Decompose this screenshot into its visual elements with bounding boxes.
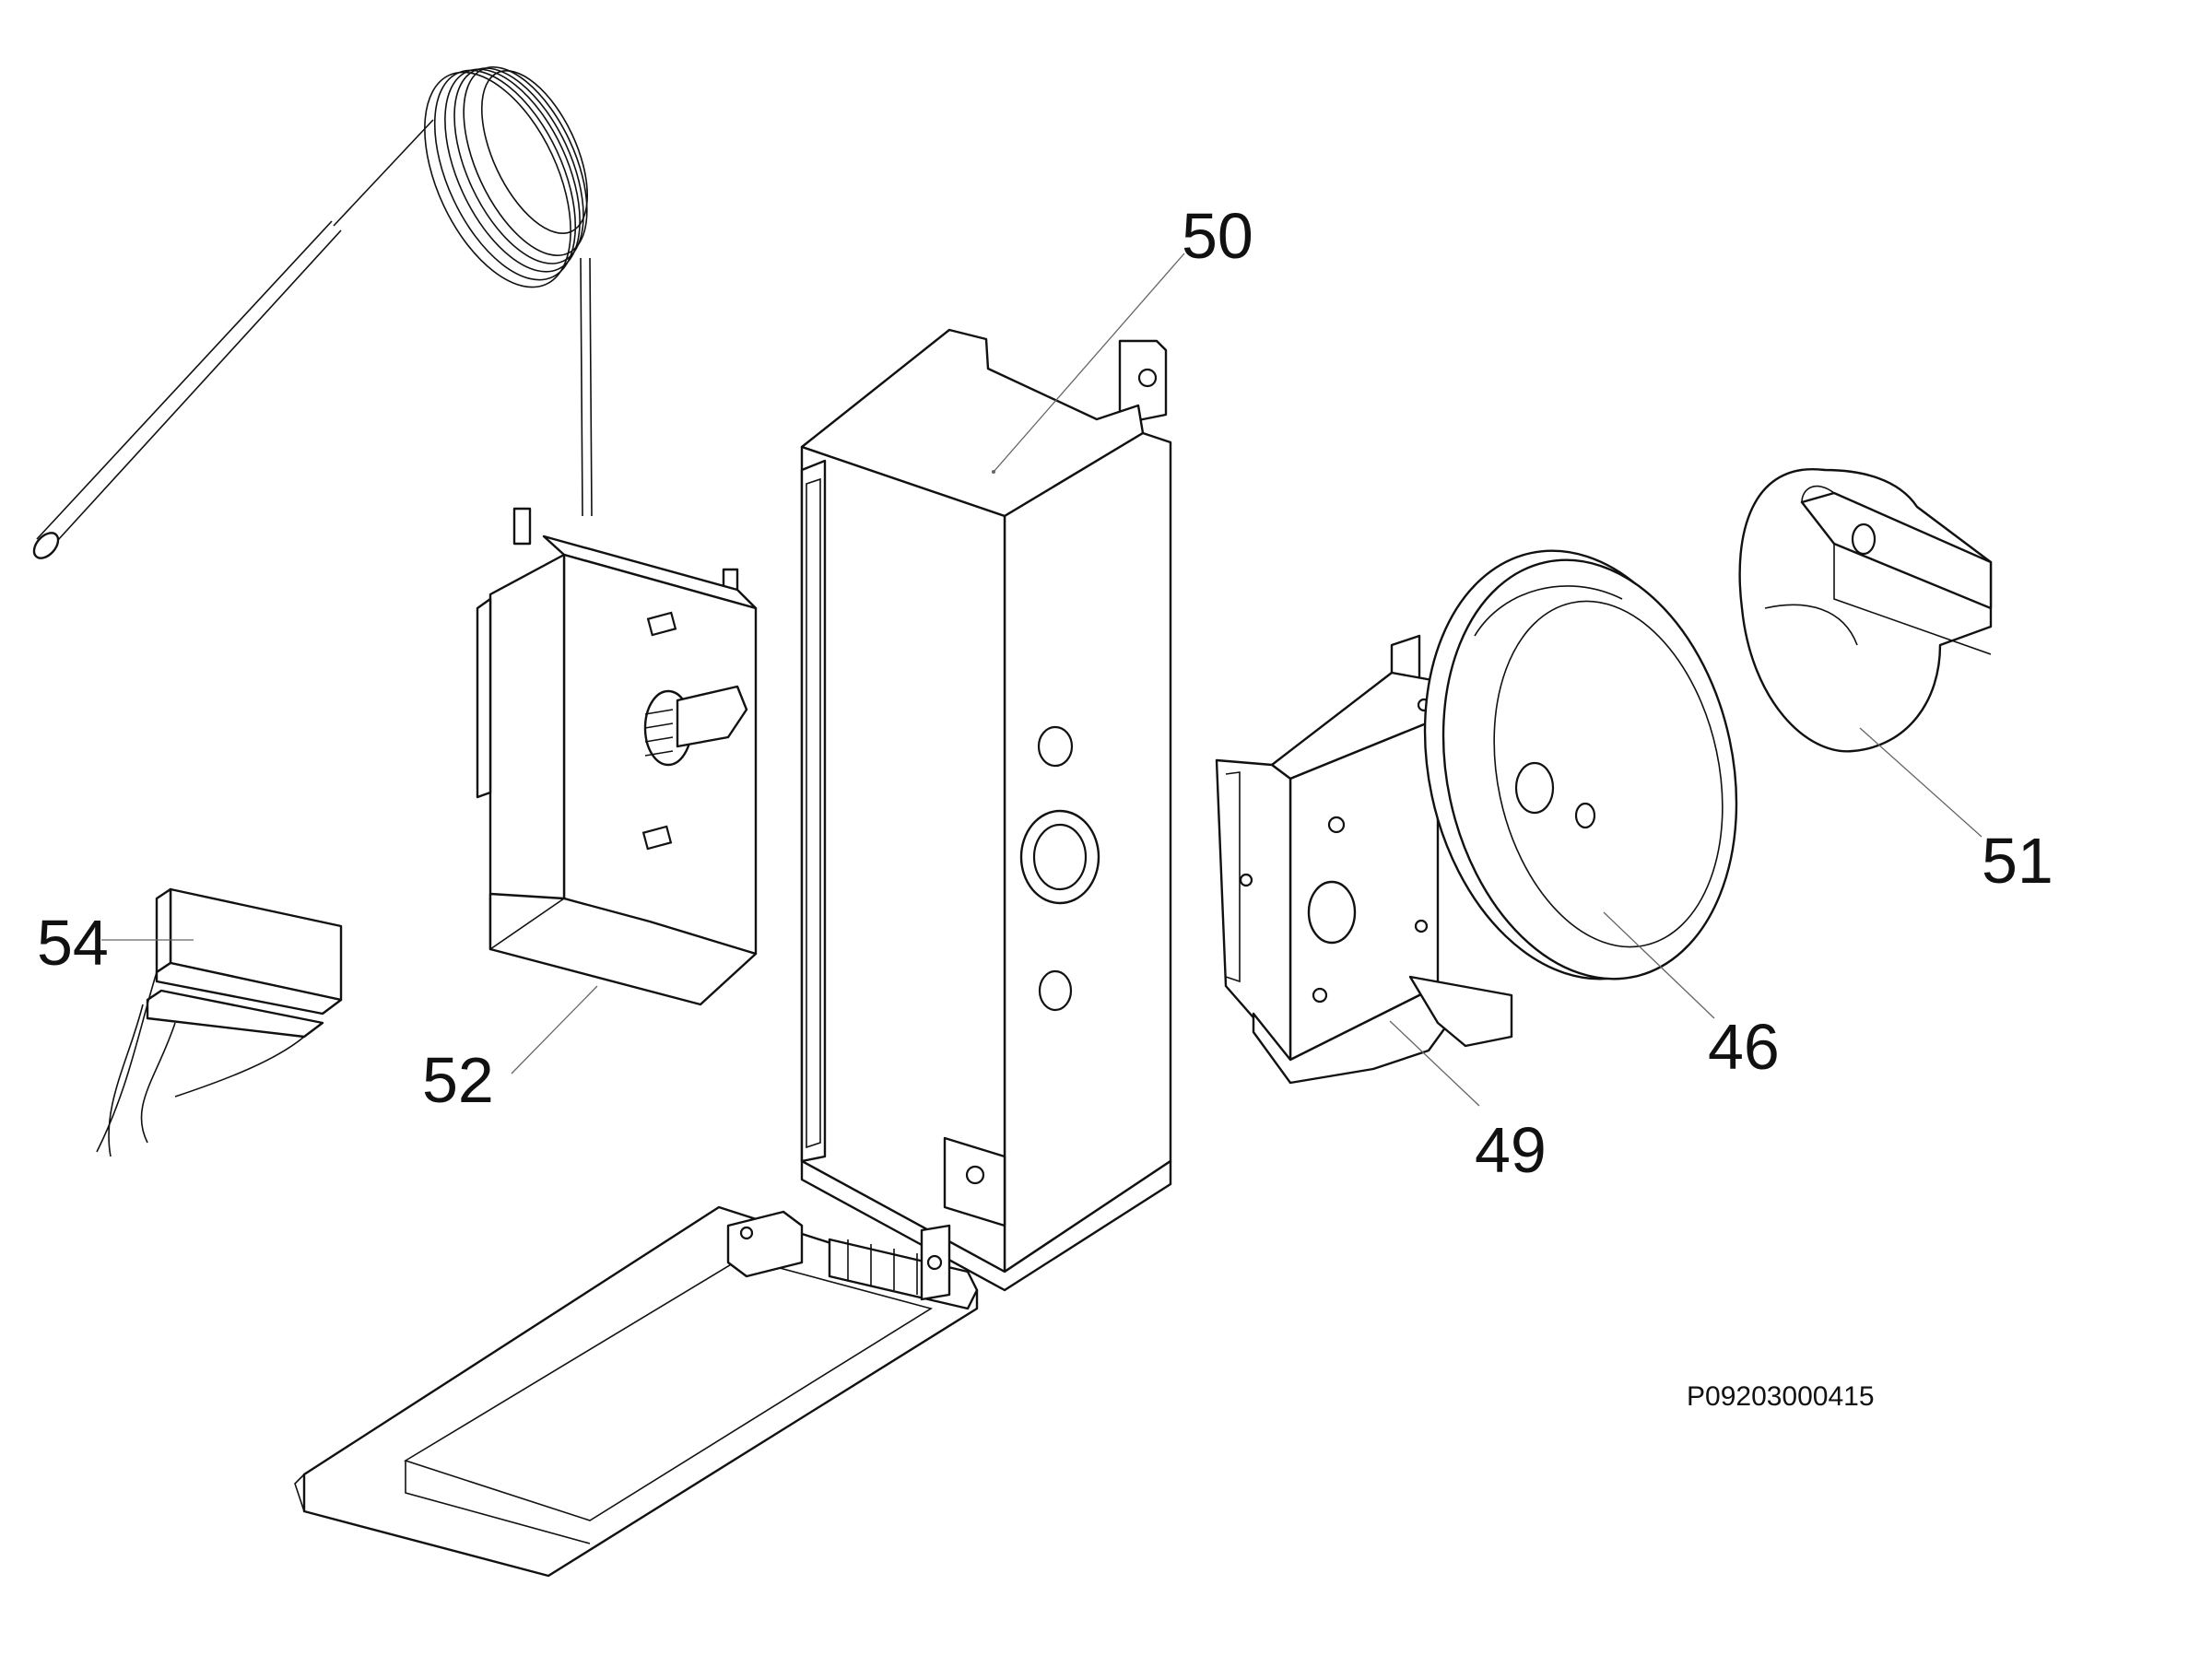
leader-52 xyxy=(511,985,598,1074)
leader-46 xyxy=(1603,911,1715,1019)
leader-50 xyxy=(993,252,1185,473)
capillary-tube-icon xyxy=(32,66,593,559)
base-plate-icon xyxy=(294,1205,979,1578)
leader-49 xyxy=(1389,1020,1480,1107)
callout-46: 46 xyxy=(1708,1011,1780,1083)
callout-50: 50 xyxy=(1182,200,1253,272)
callout-51: 51 xyxy=(1982,825,2053,897)
main-housing-icon xyxy=(800,328,1172,1292)
thermostat-body-icon xyxy=(476,507,758,1006)
leader-51 xyxy=(1859,727,1983,838)
control-knob-icon xyxy=(1738,467,1993,753)
connector-plug-icon xyxy=(96,887,343,1157)
dial-ring-icon xyxy=(1423,549,1738,980)
reference-code: P09203000415 xyxy=(1687,1381,1875,1412)
leader-lines xyxy=(101,252,1983,1107)
switch-bracket-icon xyxy=(1215,634,1513,1085)
callout-52: 52 xyxy=(422,1044,494,1116)
callout-54: 54 xyxy=(37,907,109,979)
callout-49: 49 xyxy=(1475,1114,1547,1186)
